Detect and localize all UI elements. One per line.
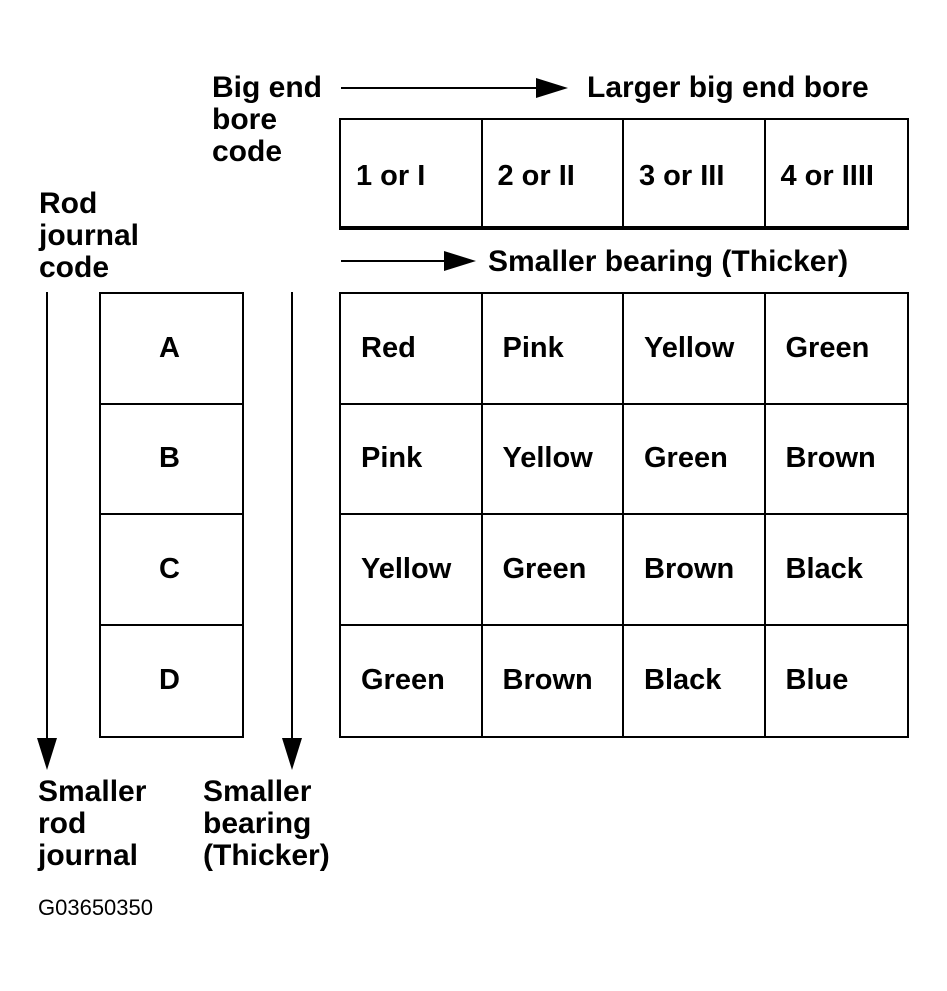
rod-journal-code-label: Rod journal code: [39, 187, 140, 284]
arrow-down-icon: [37, 292, 57, 770]
bearing-color-cell: Red: [341, 294, 483, 405]
bearing-color-cell: Green: [624, 404, 766, 515]
arrow-right-icon: [341, 251, 476, 271]
smaller-bearing-thicker-bottom-label: Smaller bearing (Thicker): [203, 775, 330, 872]
bearing-color-cell: Black: [765, 515, 907, 626]
arrow-down-icon: [282, 292, 302, 770]
larger-big-end-bore-label: Larger big end bore: [587, 71, 869, 104]
journal-code-cell: B: [101, 405, 242, 515]
bore-code-cell: 3 or III: [624, 120, 766, 228]
big-end-bore-code-label: Big end bore code: [212, 71, 322, 168]
bearing-color-cell: Yellow: [482, 404, 624, 515]
journal-code-cell: A: [101, 294, 242, 405]
bearing-color-cell: Blue: [785, 664, 849, 697]
bearing-color-cell: Green: [765, 294, 907, 405]
bore-code-cell: 2 or II: [482, 120, 624, 228]
bore-code-table: 1 or I 2 or II 3 or III 4 or IIII: [339, 118, 909, 230]
bearing-color-cell: Brown: [765, 405, 907, 515]
arrow-right-icon: [341, 78, 568, 98]
bearing-color-cell: Green: [482, 515, 624, 626]
smaller-bearing-thicker-label: Smaller bearing (Thicker): [488, 245, 849, 278]
bore-code-cell: 4 or IIII: [765, 120, 907, 228]
bearing-color-cell: Black: [624, 625, 766, 736]
bearing-color-cell: Pink: [482, 294, 624, 405]
journal-code-cell: D: [159, 664, 180, 697]
bearing-color-cell: Yellow: [624, 294, 766, 405]
bore-code-cell: 1 or I: [341, 120, 483, 228]
journal-code-table: A B C D: [99, 292, 244, 738]
bearing-color-cell: Brown: [624, 515, 766, 626]
bearing-color-cell: Pink: [341, 404, 483, 515]
bearing-color-table: Red Pink Yellow Green Pink Yellow Green …: [339, 292, 909, 738]
bearing-color-cell: Brown: [483, 625, 624, 736]
bearing-color-cell: Yellow: [341, 515, 483, 626]
bearing-color-cell: Green: [341, 625, 483, 736]
figure-code: G03650350: [38, 895, 153, 920]
smaller-rod-journal-label: Smaller rod journal: [38, 775, 147, 872]
journal-code-cell: C: [101, 515, 242, 626]
